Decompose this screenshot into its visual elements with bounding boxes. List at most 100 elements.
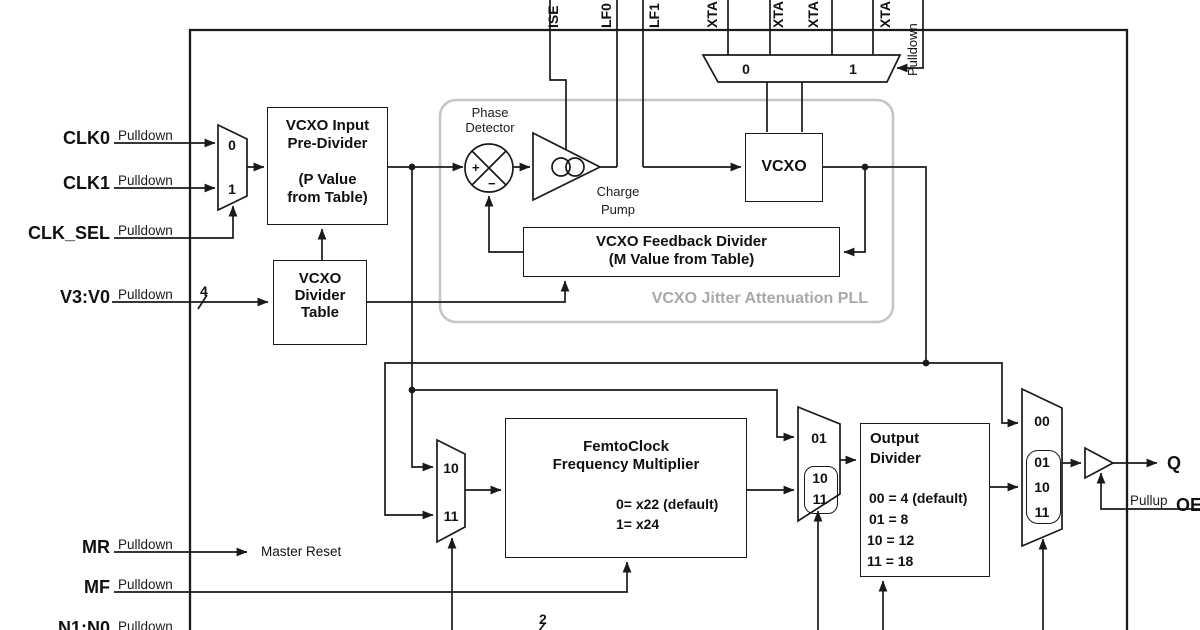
blmux-input-10: 10 [443, 460, 459, 476]
pin-label-n1n0: N1:N0 [57, 618, 110, 630]
block-label: VCXO Input [285, 117, 370, 134]
junction-dot [408, 163, 416, 171]
pin-label-v3v0: V3:V0 [59, 287, 110, 307]
block-option: 01 = 8 [869, 511, 909, 527]
pulldown-label: Pulldown [118, 287, 173, 302]
wire-oe [1096, 472, 1200, 510]
bus-slash-v3v0 [197, 294, 208, 310]
right-mux-shape [1021, 387, 1063, 548]
block-label: VCXO Feedback Divider [596, 233, 767, 250]
wire-bypass-branch [412, 389, 795, 442]
phase-detector-cross [471, 150, 507, 186]
rmux-input-10: 10 [1034, 479, 1050, 495]
phase-detector-label: Detector [465, 120, 515, 135]
pin-label-xta3: XTA [805, 1, 821, 28]
wire-main-vertical [411, 167, 434, 472]
pin-label-oe: OE [1176, 495, 1200, 515]
block-label: Output [870, 430, 920, 447]
block-label: VCXO [761, 158, 807, 175]
wire-vcxo-branch-right [926, 362, 1019, 428]
charge-pump-circles [551, 157, 571, 177]
pin-label-clk1: CLK1 [62, 173, 110, 193]
midmux-input-01: 01 [811, 430, 827, 446]
block-label: Divider [294, 287, 346, 304]
wire-ise [549, 0, 567, 150]
pin-label-xta4: XTA [877, 1, 893, 28]
rmux-group-outline [1026, 450, 1061, 524]
pulldown-label: Pulldown [118, 173, 173, 188]
clkmux-input-0: 0 [228, 137, 236, 153]
output-buffer-icon [1084, 446, 1115, 480]
block-label: from Table) [287, 189, 368, 206]
pin-label-xta1: XTA [704, 1, 720, 28]
chip-border [188, 28, 1129, 630]
junction-dot [408, 386, 416, 394]
block-option: 00 = 4 (default) [869, 490, 968, 506]
block-label: FemtoClock [583, 438, 669, 455]
junction-dot [861, 163, 869, 171]
xtalmux-input-1: 1 [849, 61, 857, 77]
bus-width-2: 2 [539, 611, 547, 627]
femtoclock-multiplier-block: FemtoClock Frequency Multiplier 0= x22 (… [505, 418, 747, 558]
block-label: Pre-Divider [287, 135, 368, 152]
master-reset-label: Master Reset [261, 544, 342, 559]
pin-label-ise: ISE [545, 5, 561, 28]
charge-pump-circles [565, 157, 585, 177]
clk-mux-shape [217, 123, 248, 212]
pin-label-clk-sel: CLK_SEL [27, 223, 110, 243]
block-label: (P Value [298, 171, 357, 188]
bottom-left-mux-shape [436, 438, 466, 544]
block-option: 10 = 12 [867, 532, 915, 548]
wire-xtal-select [896, 0, 924, 73]
block-label: Table [300, 304, 340, 321]
pulldown-label: Pulldown [118, 577, 173, 592]
vcxo-divider-table-block: VCXO Divider Table [273, 260, 367, 345]
pd-plus-sign: + [472, 160, 480, 175]
charge-pump-label: Pump [601, 202, 635, 217]
bus-slash-n1n0 [538, 622, 546, 630]
block-option: 0= x22 (default) [616, 496, 719, 512]
block-option: 11 = 18 [867, 553, 914, 569]
wire-vcxo-out [823, 166, 927, 363]
bus-width-4: 4 [200, 283, 208, 299]
clkmux-input-1: 1 [228, 181, 236, 197]
pin-label-xta2: XTA [770, 1, 786, 28]
pin-label-lf0: LF0 [598, 3, 614, 28]
wire-table-to-feedback [367, 280, 570, 303]
block-option: 1= x24 [616, 516, 660, 532]
pulldown-label-xtal-select: Pulldown [905, 23, 920, 76]
output-divider-block: Output Divider 00 = 4 (default) 01 = 8 1… [860, 423, 990, 577]
midmux-input-10: 10 [812, 470, 828, 486]
block-label: Divider [870, 450, 921, 467]
pulldown-label: Pulldown [118, 619, 173, 630]
rmux-input-11: 11 [1034, 504, 1050, 520]
charge-pump-label: Charge [596, 184, 640, 199]
wire-vcxo-branch-left [384, 362, 926, 520]
vcxo-feedback-divider-block: VCXO Feedback Divider (M Value from Tabl… [523, 227, 840, 277]
vcxo-input-pre-divider-block: VCXO Input Pre-Divider (P Value from Tab… [267, 107, 388, 225]
block-label: VCXO [298, 270, 342, 287]
pulldown-label: Pulldown [118, 537, 173, 552]
wire-mf [114, 561, 632, 593]
pulldown-label: Pulldown [118, 128, 173, 143]
pll-region-outline [438, 98, 895, 324]
pin-label-clk0: CLK0 [62, 128, 110, 148]
middle-mux-shape [797, 405, 841, 523]
phase-detector-label: Phase [471, 105, 509, 120]
vcxo-block: VCXO [745, 133, 823, 202]
block-label: (M Value from Table) [608, 251, 755, 268]
pullup-label: Pullup [1130, 493, 1168, 508]
wire-clk-sel [114, 205, 238, 239]
pll-region-label: VCXO Jitter Attenuation PLL [651, 290, 868, 307]
blmux-input-11: 11 [443, 508, 459, 524]
pin-label-lf1: LF1 [646, 3, 662, 28]
pd-minus-sign: − [488, 176, 496, 191]
xtal-mux-shape [701, 54, 902, 83]
pulldown-label: Pulldown [118, 223, 173, 238]
midmux-input-11: 11 [812, 491, 828, 507]
block-label: Frequency Multiplier [552, 456, 700, 473]
xtalmux-input-0: 0 [742, 61, 750, 77]
rmux-input-00: 00 [1034, 413, 1050, 429]
